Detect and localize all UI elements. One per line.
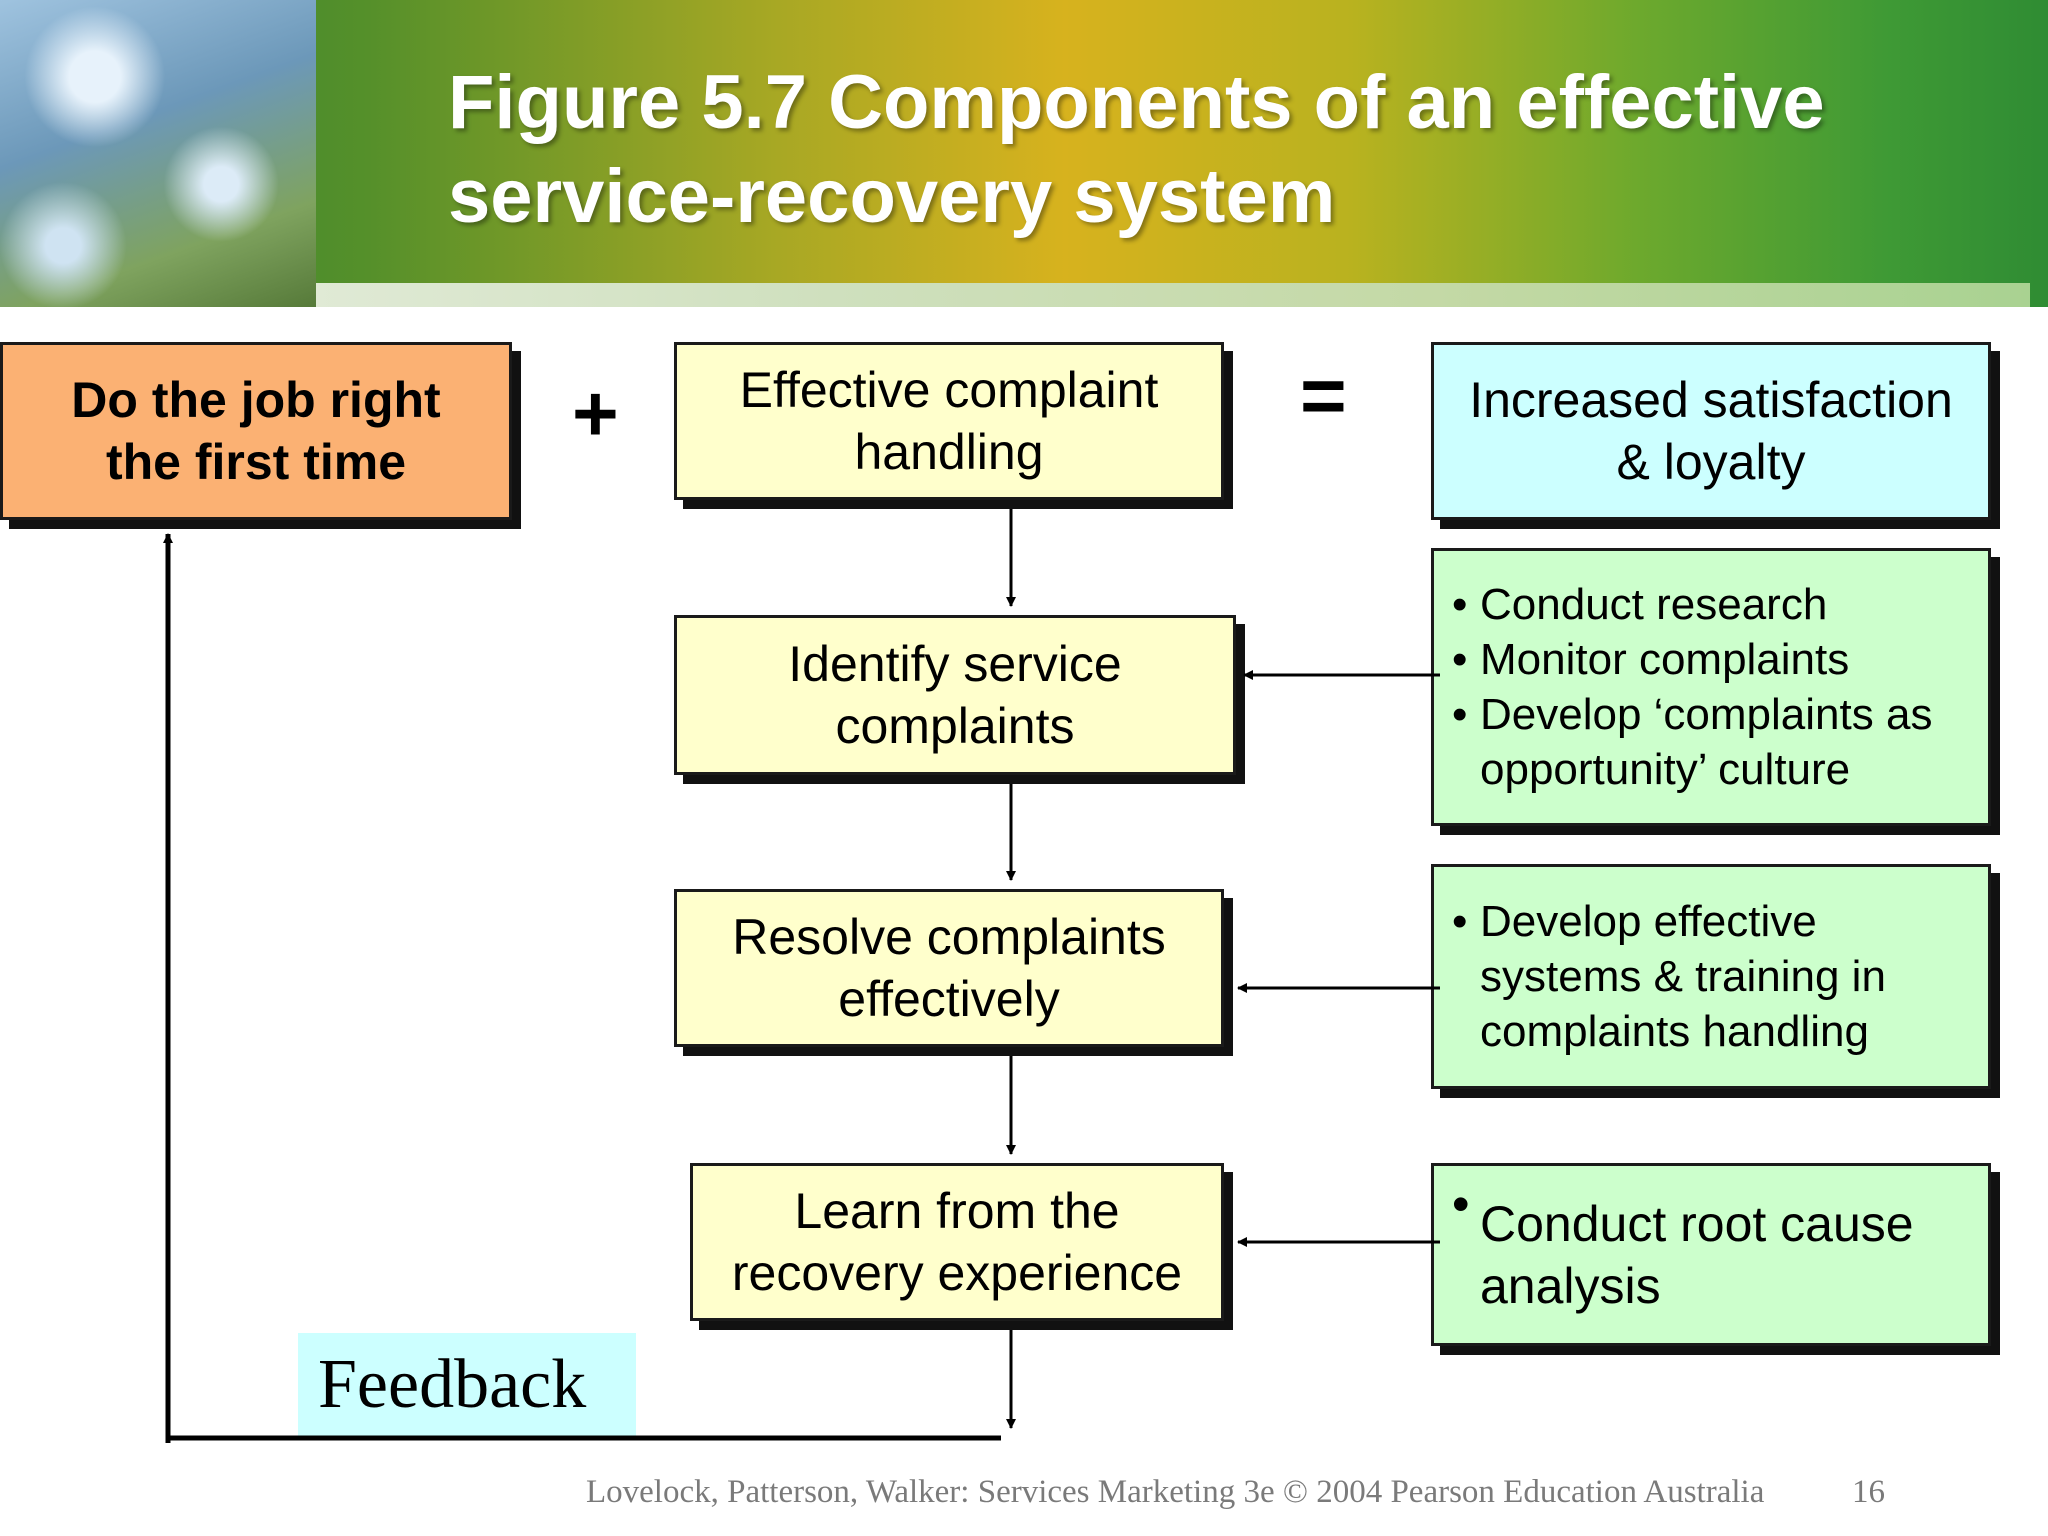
- learn-support-box: •Conduct root cause analysis: [1431, 1163, 1991, 1346]
- page-number: 16: [1852, 1474, 1885, 1510]
- identify-complaints-box: Identify service complaints: [674, 615, 1236, 775]
- learn-from-recovery-label: Learn from the recovery experience: [731, 1183, 1183, 1301]
- bullet-icon: •: [1452, 690, 1468, 739]
- learn-from-recovery-box: Learn from the recovery experience: [690, 1163, 1224, 1321]
- increased-satisfaction-label: Increased satisfaction & loyalty: [1469, 372, 1953, 490]
- identify-support-list: •Conduct research •Monitor complaints •D…: [1452, 577, 1980, 797]
- identify-complaints-label: Identify service complaints: [788, 636, 1122, 754]
- effective-complaint-handling-box: Effective complaint handling: [674, 342, 1224, 500]
- plus-operator: +: [572, 369, 619, 458]
- equals-operator: =: [1300, 351, 1347, 440]
- support-item: •Monitor complaints: [1452, 632, 1980, 687]
- flower-photo: [0, 0, 316, 307]
- bullet-icon: •: [1452, 897, 1468, 946]
- resolve-complaints-box: Resolve complaints effectively: [674, 889, 1224, 1047]
- bullet-icon: •: [1452, 635, 1468, 684]
- header-banner: [0, 0, 2048, 307]
- increased-satisfaction-box: Increased satisfaction & loyalty: [1431, 342, 1991, 520]
- support-item: •Conduct root cause analysis: [1452, 1176, 1952, 1317]
- slide-title: Figure 5.7 Components of an effective se…: [448, 60, 1825, 239]
- feedback-label: Feedback: [298, 1333, 636, 1436]
- resolve-support-list: •Develop effective systems & training in…: [1452, 894, 1922, 1059]
- learn-support-list: •Conduct root cause analysis: [1452, 1176, 1952, 1317]
- do-job-right-box: Do the job right the first time: [0, 342, 512, 520]
- effective-complaint-handling-label: Effective complaint handling: [739, 362, 1159, 480]
- support-item: •Conduct research: [1452, 577, 1980, 632]
- support-item: •Develop ‘complaints as opportunity’ cul…: [1452, 687, 1980, 797]
- resolve-complaints-label: Resolve complaints effectively: [732, 909, 1166, 1027]
- bullet-icon: •: [1452, 1175, 1470, 1232]
- bullet-icon: •: [1452, 580, 1468, 629]
- header-divider: [30, 283, 2030, 307]
- footer-citation: Lovelock, Patterson, Walker: Services Ma…: [586, 1474, 1765, 1510]
- identify-support-box: •Conduct research •Monitor complaints •D…: [1431, 548, 1991, 826]
- support-item: •Develop effective systems & training in…: [1452, 894, 1922, 1059]
- do-job-right-label: Do the job right the first time: [71, 372, 441, 490]
- resolve-support-box: •Develop effective systems & training in…: [1431, 864, 1991, 1089]
